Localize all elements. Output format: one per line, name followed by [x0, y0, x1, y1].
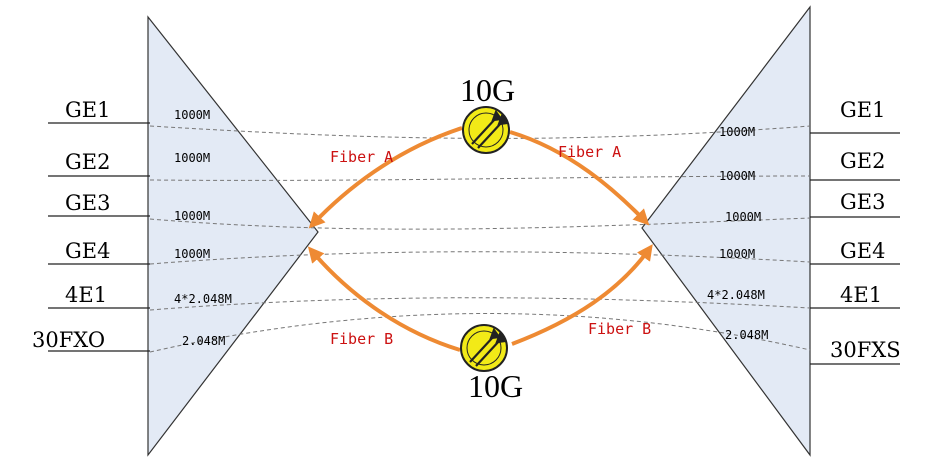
left-port-rate-2: 1000M: [174, 151, 210, 165]
dashed-link-4e1: [149, 297, 811, 311]
right-port-name-3: GE3: [840, 190, 885, 214]
right-port-rate-2: 1000M: [719, 169, 755, 183]
left-port-rate-4: 1000M: [174, 247, 210, 261]
right-port-rate-5: 4*2.048M: [707, 288, 765, 302]
fiber-a-right-label: Fiber A: [558, 143, 621, 161]
right-port-rate-1: 1000M: [719, 125, 755, 139]
top-link-speed: 10G: [460, 72, 515, 108]
right-port-rate-6: 2.048M: [725, 328, 768, 342]
right-multiplexer: [641, 5, 811, 457]
top-node-arrows-icon: [471, 109, 509, 149]
right-port-name-1: GE1: [840, 98, 885, 122]
fiber-b-right-label: Fiber B: [588, 320, 651, 338]
bottom-link-speed: 10G: [468, 368, 523, 404]
top-transceiver-node: [462, 106, 510, 154]
right-port-name-5: 4E1: [840, 283, 882, 307]
bottom-node-arrows-icon: [469, 327, 507, 367]
right-port-rate-3: 1000M: [725, 210, 761, 224]
left-port-name-3: GE3: [65, 191, 110, 215]
dashed-link-ge2: [149, 175, 811, 181]
fiber-a-left-arc: [308, 126, 463, 229]
right-port-name-4: GE4: [840, 239, 885, 263]
fiber-arcs: [307, 126, 653, 352]
dashed-link-ge3: [149, 217, 811, 230]
fiber-a-right-arc: [509, 130, 650, 226]
right-port-name-6: 30FXS: [830, 338, 901, 362]
left-port-name-1: GE1: [65, 98, 110, 122]
left-port-name-4: GE4: [65, 239, 110, 263]
left-port-lines: [48, 122, 150, 352]
fiber-a-left-label: Fiber A: [330, 148, 393, 166]
dashed-link-ge4: [149, 251, 811, 265]
left-port-name-5: 4E1: [65, 283, 107, 307]
right-port-rate-4: 1000M: [719, 247, 755, 261]
right-port-name-2: GE2: [840, 149, 885, 173]
fiber-b-right-arc: [511, 244, 653, 346]
left-port-name-2: GE2: [65, 150, 110, 174]
fiber-b-left-label: Fiber B: [330, 330, 393, 348]
left-port-rate-1: 1000M: [174, 108, 210, 122]
right-port-lines: [810, 132, 900, 365]
dashed-link-30fx: [149, 313, 811, 353]
fiber-b-left-arc: [307, 246, 461, 352]
left-port-rate-3: 1000M: [174, 209, 210, 223]
left-port-rate-5: 4*2.048M: [174, 292, 232, 306]
left-multiplexer: [147, 15, 319, 457]
left-port-name-6: 30FXO: [32, 328, 105, 352]
bottom-transceiver-node: [460, 324, 508, 372]
left-port-rate-6: 2.048M: [182, 334, 225, 348]
